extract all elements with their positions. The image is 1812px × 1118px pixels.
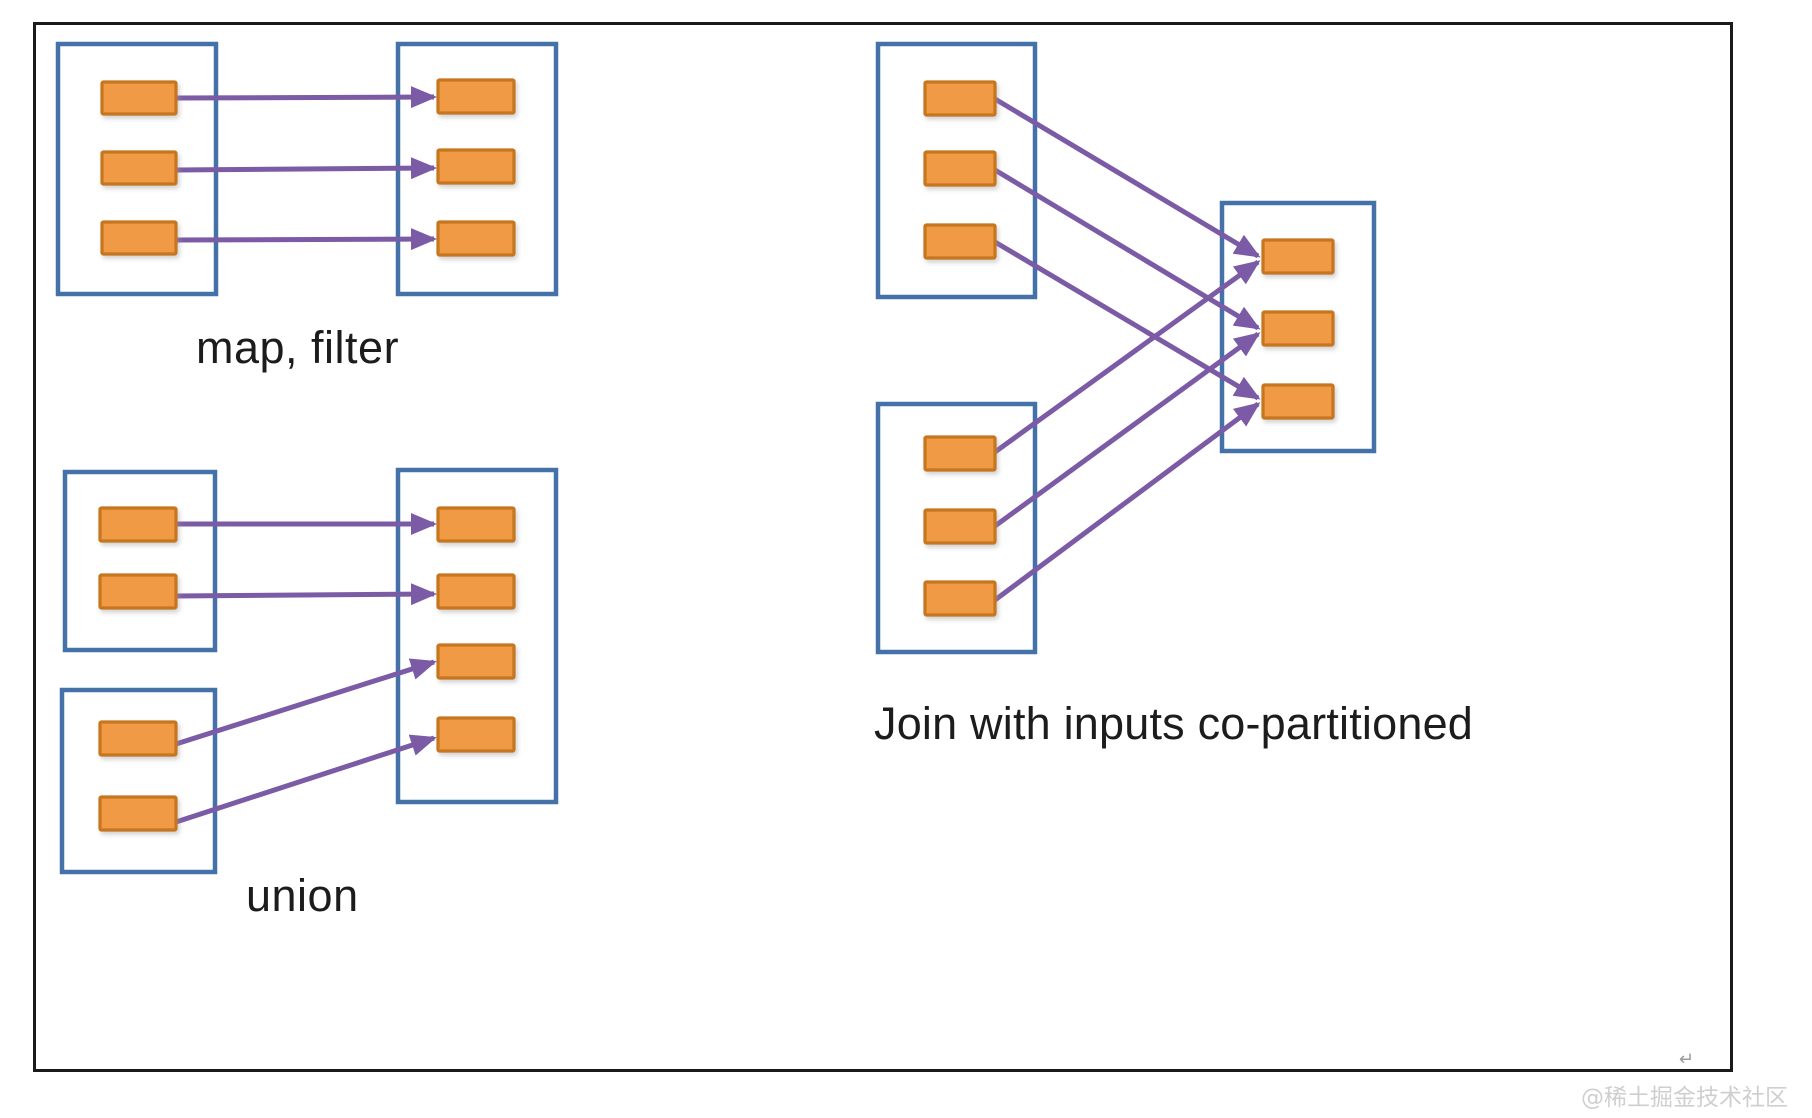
dependency-arrow-join-co-partitioned-2 bbox=[993, 239, 1261, 401]
data-block-un-in-2-b1 bbox=[98, 720, 178, 757]
data-block-mf-out-1-b1 bbox=[436, 78, 516, 115]
blocks-layer bbox=[98, 78, 1335, 832]
data-block-mf-in-1-b3 bbox=[100, 220, 178, 256]
label-union: union bbox=[246, 870, 359, 921]
partition-box-un-in-2 bbox=[59, 687, 218, 875]
data-block-jn-in-1-b2 bbox=[923, 150, 997, 187]
partitions-layer bbox=[55, 41, 1377, 875]
data-block-un-in-1-b2 bbox=[98, 573, 178, 610]
arrows-layer bbox=[175, 86, 1261, 825]
data-block-un-out-1-b2 bbox=[436, 573, 516, 610]
data-block-un-out-1-b4 bbox=[436, 716, 516, 753]
data-block-jn-out-1-b2 bbox=[1261, 310, 1335, 347]
data-block-un-in-2-b2 bbox=[98, 795, 178, 832]
data-block-jn-out-1-b3 bbox=[1261, 383, 1335, 420]
dependency-arrow-join-co-partitioned-5 bbox=[993, 401, 1261, 603]
dependency-arrow-join-co-partitioned-1 bbox=[993, 167, 1261, 331]
data-block-un-in-1-b1 bbox=[98, 506, 178, 543]
data-block-un-out-1-b3 bbox=[436, 643, 516, 680]
data-block-un-out-1-b1 bbox=[436, 506, 516, 543]
dependency-arrow-join-co-partitioned-0 bbox=[993, 96, 1261, 259]
label-map-filter: map, filter bbox=[196, 322, 400, 373]
data-block-jn-out-1-b1 bbox=[1261, 238, 1335, 275]
dependency-arrow-join-co-partitioned-3 bbox=[993, 259, 1261, 455]
label-join-co-partitioned: Join with inputs co-partitioned bbox=[874, 698, 1474, 749]
paragraph-mark: ↵ bbox=[1678, 1049, 1694, 1070]
partition-box-un-in-1 bbox=[62, 469, 218, 653]
data-block-mf-in-1-b2 bbox=[100, 150, 178, 186]
data-block-jn-in-1-b3 bbox=[923, 223, 997, 260]
data-block-jn-in-1-b1 bbox=[923, 80, 997, 117]
data-block-jn-in-2-b3 bbox=[923, 580, 997, 617]
partition-box-jn-out-1 bbox=[1219, 200, 1377, 454]
partition-box-un-out-1 bbox=[395, 467, 559, 805]
dependency-arrow-map-filter-0 bbox=[175, 86, 437, 109]
dependency-arrow-map-filter-2 bbox=[175, 228, 437, 251]
outer-frame bbox=[33, 22, 1733, 1072]
dependency-arrow-union-1 bbox=[175, 583, 437, 606]
dependency-arrow-join-co-partitioned-4 bbox=[993, 331, 1261, 529]
dependency-arrow-map-filter-1 bbox=[175, 157, 437, 180]
partition-box-jn-in-1 bbox=[875, 41, 1038, 300]
data-block-mf-out-1-b2 bbox=[436, 148, 516, 185]
dependency-arrow-union-2 bbox=[175, 658, 437, 747]
data-block-jn-in-2-b1 bbox=[923, 435, 997, 472]
partition-box-jn-in-2 bbox=[875, 401, 1038, 655]
data-block-mf-in-1-b1 bbox=[100, 80, 178, 116]
dependency-arrow-union-3 bbox=[175, 734, 437, 825]
data-block-mf-out-1-b3 bbox=[436, 220, 516, 257]
data-block-jn-in-2-b2 bbox=[923, 508, 997, 545]
watermark: @稀土掘金技术社区 bbox=[1581, 1085, 1788, 1111]
